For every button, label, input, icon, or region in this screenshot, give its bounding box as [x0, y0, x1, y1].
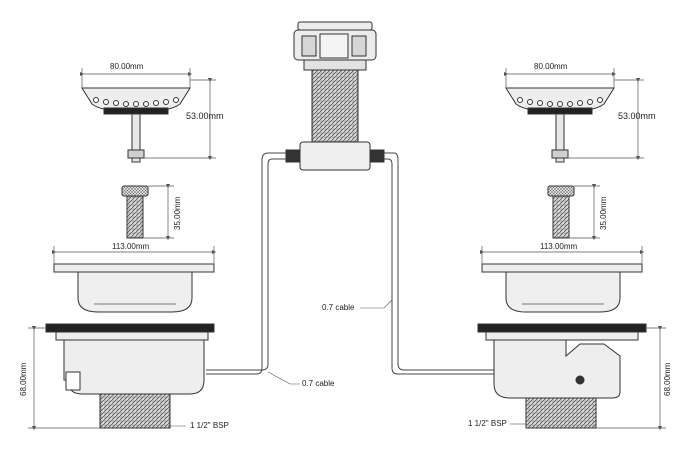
right-flange-dims — [479, 246, 645, 264]
left-body-height-label: 68.00mm — [19, 362, 28, 396]
left-basket-height-label: 53.00mm — [186, 111, 224, 121]
cables — [206, 152, 566, 375]
right-basket — [505, 87, 615, 163]
right-basket-dims — [503, 68, 644, 161]
left-body-dims — [28, 325, 100, 431]
left-basket-width-label: 80.00mm — [110, 62, 144, 71]
leader-lines — [168, 299, 526, 427]
left-screw-dims — [143, 183, 174, 241]
right-bsp-label: 1 1/2" BSP — [468, 419, 507, 428]
left-basket — [81, 87, 191, 163]
right-flange-width-label: 113.00mm — [540, 242, 578, 251]
right-body-dims — [596, 325, 666, 431]
left-cable-label: 0.7 cable — [302, 379, 335, 388]
right-screw-dims — [569, 183, 600, 241]
left-drain-body — [45, 323, 215, 429]
right-drain-body — [477, 323, 647, 429]
left-flange — [53, 263, 215, 313]
left-basket-dims — [79, 68, 216, 161]
right-screw-length-label: 35.00mm — [599, 196, 608, 230]
left-flange-width-label: 113.00mm — [112, 242, 150, 251]
right-basket-height-label: 53.00mm — [618, 111, 656, 121]
right-cable-label: 0.7 cable — [322, 303, 355, 312]
left-flange-dims — [51, 246, 217, 264]
left-screw — [121, 185, 149, 239]
control-head — [285, 21, 385, 171]
right-flange — [481, 263, 643, 313]
right-basket-width-label: 80.00mm — [534, 62, 568, 71]
right-screw — [547, 185, 575, 239]
right-body-height-label: 68.00mm — [663, 362, 672, 396]
left-bsp-label: 1 1/2" BSP — [190, 421, 229, 430]
left-screw-length-label: 35.00mm — [173, 196, 182, 230]
